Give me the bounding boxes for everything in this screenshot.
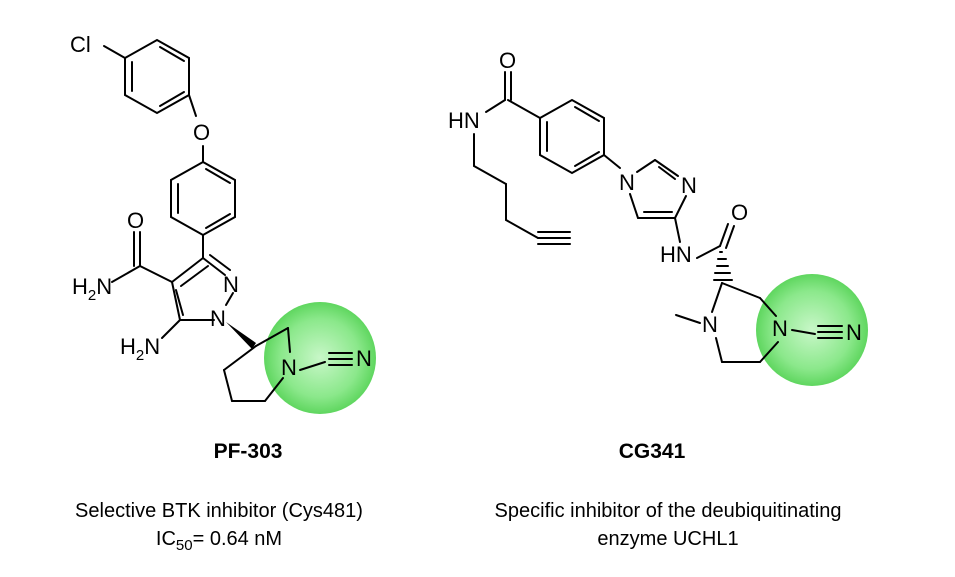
alkyl-amide-nh: HN [448, 108, 480, 133]
piperidine-ring [223, 327, 291, 402]
stereo-hash [713, 251, 733, 281]
piperazine-ring [711, 282, 779, 363]
cg341-name: CG341 [619, 440, 686, 463]
amide-oxygen: O [127, 208, 144, 233]
cg341-description-line1: Specific inhibitor of the deubiquitinati… [495, 500, 842, 522]
amino-nh2: H2N [120, 334, 160, 364]
nitrile-n-2: N [846, 320, 862, 345]
amide-nh: HN [660, 242, 692, 267]
pf303-name: PF-303 [214, 440, 283, 463]
warhead-highlight-2 [756, 274, 868, 386]
pf303-description: Selective BTK inhibitor (Cys481) [75, 500, 363, 522]
stereo-wedge [226, 322, 256, 349]
top-amide-oxygen: O [499, 48, 516, 73]
pyrazole-n1: N [210, 306, 226, 331]
pyrazole-n2: N [223, 272, 239, 297]
warhead-highlight [264, 302, 376, 414]
pentynyl-chain [473, 133, 571, 245]
imidazole-n1: N [619, 170, 635, 195]
cl-atom: Cl [70, 32, 91, 57]
piperidine-n: N [281, 355, 297, 380]
chlorophenyl-ring [124, 38, 190, 115]
amide-oxygen: O [731, 200, 748, 225]
nitrile-n: N [356, 346, 372, 371]
imidazole-ring [629, 159, 687, 219]
pf303-ic50: IC50= 0.64 nM [156, 528, 282, 554]
phenyl-ring [170, 160, 236, 237]
imidazole-n3: N [681, 173, 697, 198]
amide-nh2: H2N [72, 274, 112, 304]
ether-oxygen: O [193, 120, 210, 145]
benzoyl-ring [539, 98, 605, 175]
pyrazole-ring [171, 254, 234, 321]
cg341-structure: HN O N N [448, 48, 868, 386]
methyl-n: N [702, 312, 718, 337]
pf303-structure: Cl O N N O H2N [70, 32, 376, 414]
cg341-description-line2: enzyme UCHL1 [597, 528, 738, 550]
piperazine-n: N [772, 316, 788, 341]
